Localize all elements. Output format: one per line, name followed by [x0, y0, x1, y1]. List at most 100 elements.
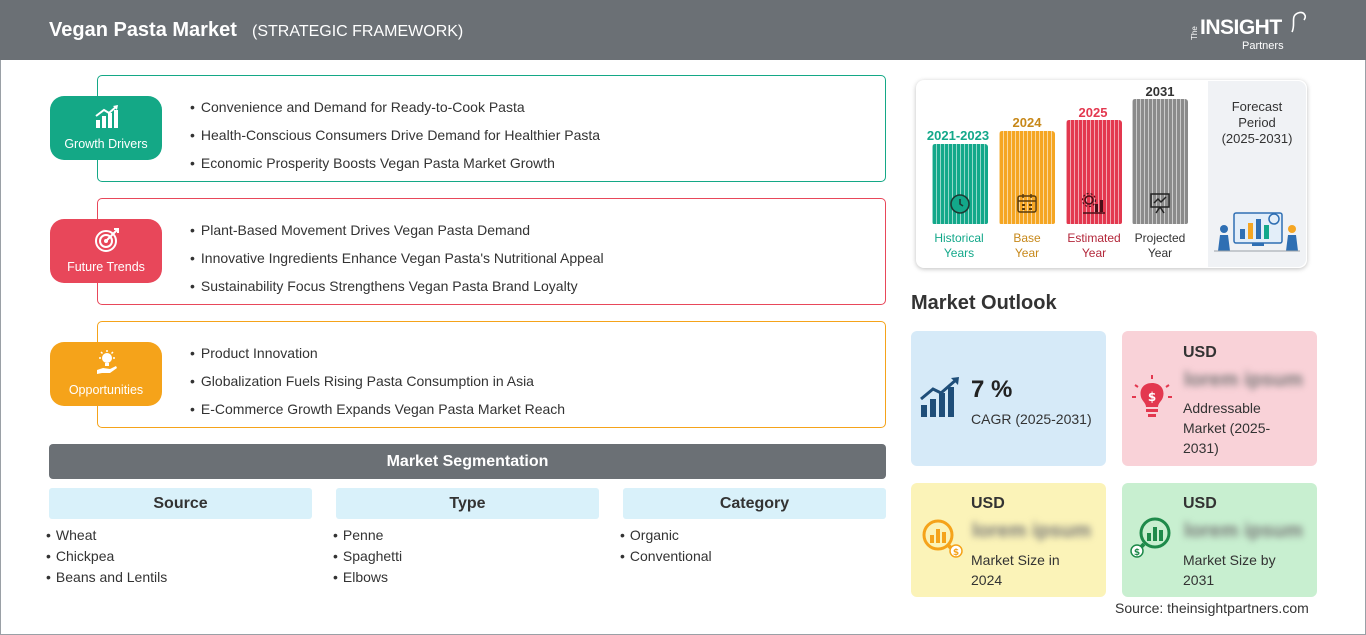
addressable-value: lorem ipsum [1184, 369, 1303, 391]
list-item: Plant-Based Movement Drives Vegan Pasta … [190, 216, 604, 244]
projected-bar [1132, 99, 1188, 224]
target-icon [95, 228, 119, 252]
size-2024-value: lorem ipsum [972, 520, 1091, 542]
forecast-period-text: Forecast Period (2025-2031) [1208, 99, 1306, 147]
money-bulb-icon: $ [1132, 375, 1172, 417]
size-2031-label-line1: Market Size by [1183, 552, 1276, 568]
segment-heading-source: Source [49, 488, 312, 519]
addressable-currency: USD [1183, 344, 1217, 361]
growth-drivers-box: Convenience and Demand for Ready-to-Cook… [97, 75, 886, 182]
svg-text:$: $ [953, 548, 959, 558]
future-trends-box: Plant-Based Movement Drives Vegan Pasta … [97, 198, 886, 305]
history-icon [950, 194, 970, 214]
growth-drivers-badge: Growth Drivers [50, 96, 162, 160]
segment-heading-type: Type [336, 488, 599, 519]
future-trends-badge: Future Trends [50, 219, 162, 283]
growth-chart-icon [920, 377, 959, 417]
segment-list-source: Wheat Chickpea Beans and Lentils [46, 525, 167, 588]
magnifier-chart-icon: $ [922, 519, 963, 558]
list-item: Spaghetti [333, 546, 402, 567]
lightbulb-hand-icon [97, 350, 117, 374]
size-2031-label: Market Size by 2031 [1183, 550, 1276, 590]
size-2024-label-line2: 2024 [971, 572, 1003, 588]
list-item: Economic Prosperity Boosts Vegan Pasta M… [190, 149, 600, 177]
segment-heading-category: Category [623, 488, 886, 519]
market-segmentation-title: Market Segmentation [49, 444, 886, 479]
future-trends-list: Plant-Based Movement Drives Vegan Pasta … [190, 216, 604, 300]
estimated-label-line1: Estimated [1067, 231, 1121, 245]
list-item: Chickpea [46, 546, 167, 567]
list-item: Conventional [620, 546, 712, 567]
growth-drivers-list: Convenience and Demand for Ready-to-Cook… [190, 93, 600, 177]
cagr-label: CAGR (2025-2031) [971, 411, 1092, 427]
addressable-label-line2: Market (2025- [1183, 420, 1271, 436]
logo-the: The [1190, 26, 1199, 40]
source-citation[interactable]: Source: theinsightpartners.com [1115, 600, 1309, 616]
calendar-icon [1017, 194, 1037, 213]
list-item: Convenience and Demand for Ready-to-Cook… [190, 93, 600, 121]
estimated-label-line2: Year [1081, 246, 1107, 260]
logo-partners: Partners [1242, 40, 1284, 52]
list-item: Beans and Lentils [46, 567, 167, 588]
analytics-illustration-icon [1214, 212, 1300, 252]
projected-year: 2031 [1145, 84, 1175, 99]
forecast-period-panel: Forecast Period (2025-2031) [1208, 81, 1306, 267]
market-size-2024-card: USD lorem ipsum $ Market Size in 2024 [911, 483, 1106, 597]
gear-chart-icon [1081, 192, 1105, 214]
list-item: Wheat [46, 525, 167, 546]
list-item: Sustainability Focus Strengthens Vegan P… [190, 272, 604, 300]
segment-list-category: Organic Conventional [620, 525, 712, 567]
historical-label-line1: Historical [934, 231, 984, 245]
list-item: Organic [620, 525, 712, 546]
forecast-line-1: Forecast [1231, 99, 1283, 114]
page-title: Vegan Pasta Market [49, 19, 237, 41]
opportunities-badge: Opportunities [50, 342, 162, 406]
market-outlook-title: Market Outlook [911, 292, 1057, 314]
svg-text:$: $ [1148, 390, 1156, 404]
base-label-line1: Base [1013, 231, 1041, 245]
projected-label-line1: Projected [1134, 231, 1186, 245]
forecast-line-2: Period [1238, 115, 1276, 130]
insight-partners-logo[interactable]: The INSIGHT Partners [1190, 10, 1310, 54]
bar-chart-growth-icon [95, 105, 118, 128]
base-year: 2024 [1012, 115, 1042, 130]
logo-swoosh-icon [1291, 11, 1306, 33]
logo-insight: INSIGHT [1200, 16, 1282, 39]
addressable-label-line3: 2031) [1183, 440, 1219, 456]
list-item: Penne [333, 525, 402, 546]
projected-label-line2: Year [1147, 246, 1173, 260]
list-item: Globalization Fuels Rising Pasta Consump… [190, 367, 565, 395]
list-item: Health-Conscious Consumers Drive Demand … [190, 121, 600, 149]
size-2024-label: Market Size in 2024 [971, 550, 1060, 590]
historical-year: 2021-2023 [926, 128, 990, 143]
size-2031-currency: USD [1183, 495, 1217, 512]
size-2031-label-line2: 2031 [1183, 572, 1215, 588]
opportunities-box: Product Innovation Globalization Fuels R… [97, 321, 886, 428]
magnifier-chart-green-icon: $ [1130, 517, 1171, 558]
historical-bar [932, 144, 988, 224]
list-item: Product Innovation [190, 339, 565, 367]
list-item: Innovative Ingredients Enhance Vegan Pas… [190, 244, 604, 272]
forecast-line-3: (2025-2031) [1221, 131, 1293, 146]
projected-label: Projected Year [1122, 231, 1198, 261]
market-size-2031-card: USD lorem ipsum $ Market Size by 2031 [1122, 483, 1317, 597]
base-bar [999, 131, 1055, 224]
presentation-icon [1150, 193, 1170, 214]
segment-list-type: Penne Spaghetti Elbows [333, 525, 402, 588]
addressable-label-line1: Addressable [1183, 400, 1261, 416]
list-item: E-Commerce Growth Expands Vegan Pasta Ma… [190, 395, 565, 423]
base-label: Base Year [989, 231, 1065, 261]
historical-label: Historical Years [921, 231, 997, 261]
size-2024-currency: USD [971, 495, 1005, 512]
addressable-market-card: USD lorem ipsum $ Addressable Market (20… [1122, 331, 1317, 466]
page-header: Vegan Pasta Market (STRATEGIC FRAMEWORK)… [0, 0, 1366, 60]
base-label-line2: Year [1014, 246, 1040, 260]
size-2031-value: lorem ipsum [1184, 520, 1303, 542]
svg-text:$: $ [1134, 548, 1140, 558]
addressable-label: Addressable Market (2025- 2031) [1183, 398, 1270, 458]
estimated-bar [1066, 120, 1122, 224]
growth-drivers-label: Growth Drivers [64, 137, 148, 151]
page-subtitle: (STRATEGIC FRAMEWORK) [252, 23, 464, 40]
historical-label-line2: Years [943, 246, 975, 260]
list-item: Elbows [333, 567, 402, 588]
